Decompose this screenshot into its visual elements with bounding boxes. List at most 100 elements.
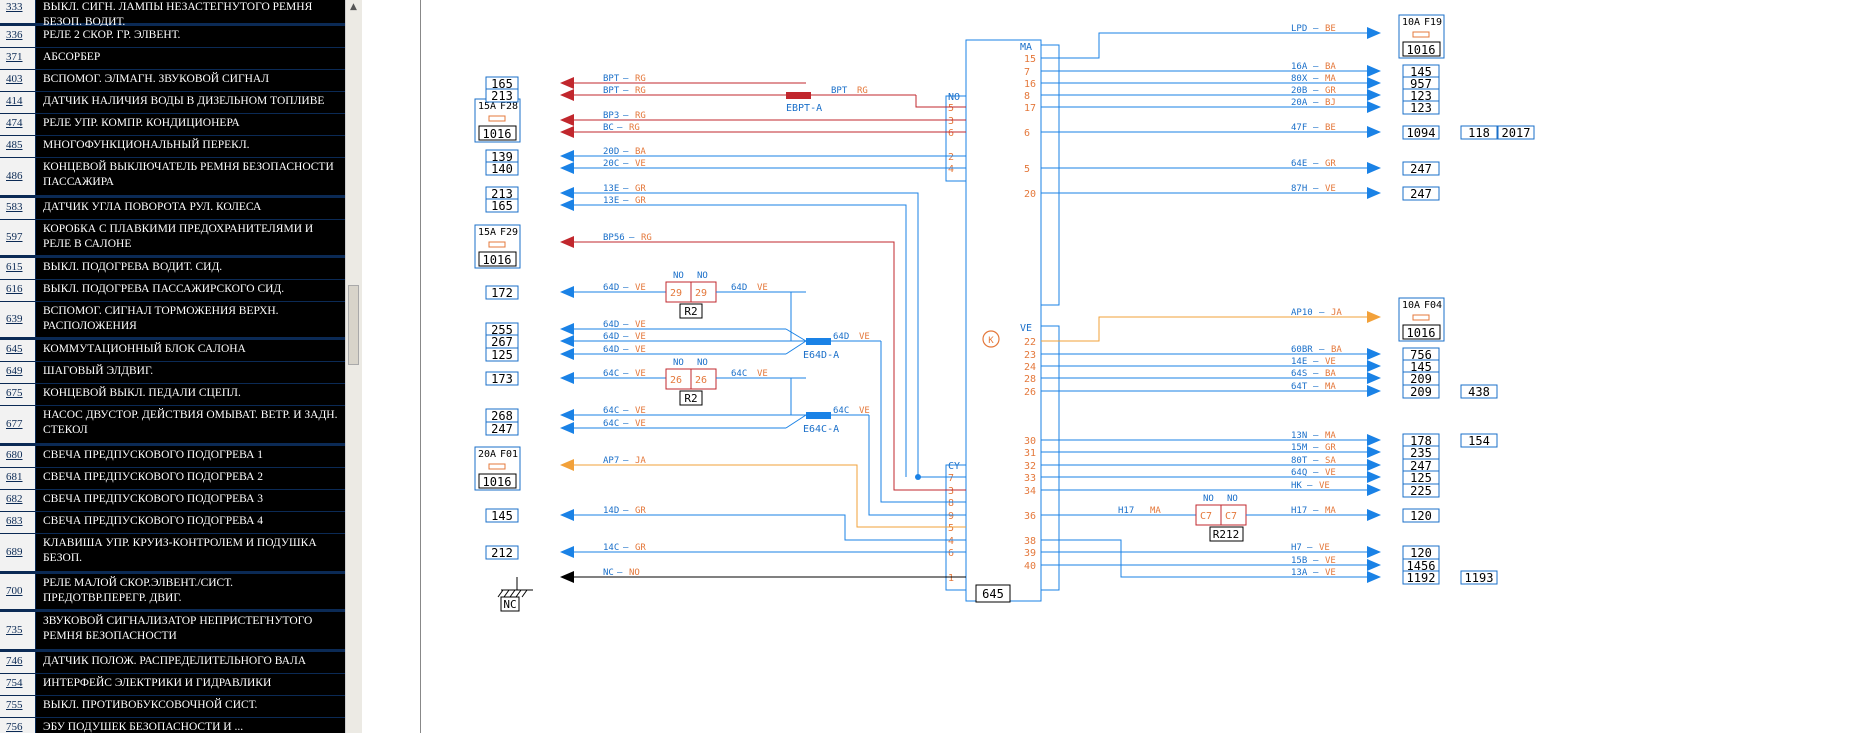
ref-box-text: 125: [491, 348, 513, 362]
list-item-number[interactable]: 735: [0, 612, 36, 650]
pin-number: 5: [948, 103, 954, 114]
left-wire-dash: —: [623, 184, 629, 194]
list-item-number[interactable]: 485: [0, 136, 36, 158]
arrow-right-icon: [1367, 434, 1381, 446]
right-wire-color: VE: [1325, 468, 1336, 478]
list-item-number[interactable]: 615: [0, 258, 36, 280]
left-wire-dash: —: [623, 283, 629, 293]
list-item-label: ВСПОМОГ. СИГНАЛ ТОРМОЖЕНИЯ ВЕРХН. РАСПОЛ…: [36, 302, 345, 338]
list-item-number[interactable]: 645: [0, 340, 36, 362]
list-item-number[interactable]: 616: [0, 280, 36, 302]
list-item-number[interactable]: 683: [0, 512, 36, 534]
ref-box: [485, 161, 519, 176]
arrow-right-icon: [1367, 27, 1381, 39]
pin-number: 2: [948, 152, 954, 163]
list-item-number[interactable]: 597: [0, 220, 36, 256]
list-item-number[interactable]: 689: [0, 534, 36, 572]
ref-box-text: 209: [1410, 385, 1432, 399]
wire: [574, 514, 966, 541]
right-wire-color: VE: [1319, 543, 1330, 553]
right-wire-color: BE: [1325, 123, 1336, 133]
right-wire-label: LPD: [1291, 24, 1307, 34]
ref-box-text: 2017: [1502, 126, 1531, 140]
wire: [574, 464, 966, 528]
scroll-thumb[interactable]: [348, 285, 359, 365]
list-item-number[interactable]: 700: [0, 574, 36, 610]
arrow-left-icon: [560, 236, 574, 248]
left-wire-wire-label: AP7: [603, 456, 619, 466]
ref-box-text: 178: [1410, 434, 1432, 448]
list-item-number[interactable]: 746: [0, 652, 36, 674]
mid-wire-label: BPT: [831, 86, 848, 96]
list-item-number[interactable]: 639: [0, 302, 36, 338]
mid-wire-color: RG: [857, 86, 868, 96]
list-item-number[interactable]: 336: [0, 26, 36, 48]
list-item-number[interactable]: 486: [0, 158, 36, 196]
right-wire-color: JA: [1331, 308, 1342, 318]
ref-box-text: 173: [491, 372, 513, 386]
fuse-icon: [488, 115, 506, 122]
list-item-number[interactable]: 414: [0, 92, 36, 114]
fuse-name: F28: [500, 101, 518, 112]
list-item-number[interactable]: 682: [0, 490, 36, 512]
list-item-number[interactable]: 677: [0, 406, 36, 444]
arrow-left-icon: [560, 409, 574, 421]
fuse-name: F19: [1424, 17, 1442, 28]
list-item-number[interactable]: 755: [0, 696, 36, 718]
left-wire-color-label: VE: [635, 419, 646, 429]
ref-box-text: 139: [491, 150, 513, 164]
list-item-number[interactable]: 649: [0, 362, 36, 384]
left-wire-wire-label: 14C: [603, 543, 619, 553]
scroll-up-arrow-icon[interactable]: ▲: [350, 2, 357, 12]
list-item-number[interactable]: 675: [0, 384, 36, 406]
list-item-number[interactable]: 403: [0, 70, 36, 92]
left-wire-dash: —: [629, 233, 635, 243]
list-item-number[interactable]: 474: [0, 114, 36, 136]
arrow-right-icon: [1367, 546, 1381, 558]
scrollbar[interactable]: ▲: [345, 0, 362, 733]
arrow-left-icon: [560, 89, 574, 101]
frame-border: [420, 0, 421, 733]
list-item-number[interactable]: 333: [0, 0, 36, 24]
list-item-number[interactable]: 756: [0, 718, 36, 733]
list-item-number[interactable]: 583: [0, 198, 36, 220]
left-wire-color-label: VE: [635, 406, 646, 416]
list-item-number[interactable]: 680: [0, 446, 36, 468]
left-wire-wire-label: 64C: [603, 369, 619, 379]
right-wire-dash: —: [1319, 345, 1325, 355]
list-item-number[interactable]: 371: [0, 48, 36, 70]
pin-number: 3: [948, 116, 954, 127]
right-wire-dash: —: [1313, 556, 1319, 566]
list-item-number[interactable]: 754: [0, 674, 36, 696]
arrow-left-icon: [560, 286, 574, 298]
list-item-number[interactable]: 681: [0, 468, 36, 490]
